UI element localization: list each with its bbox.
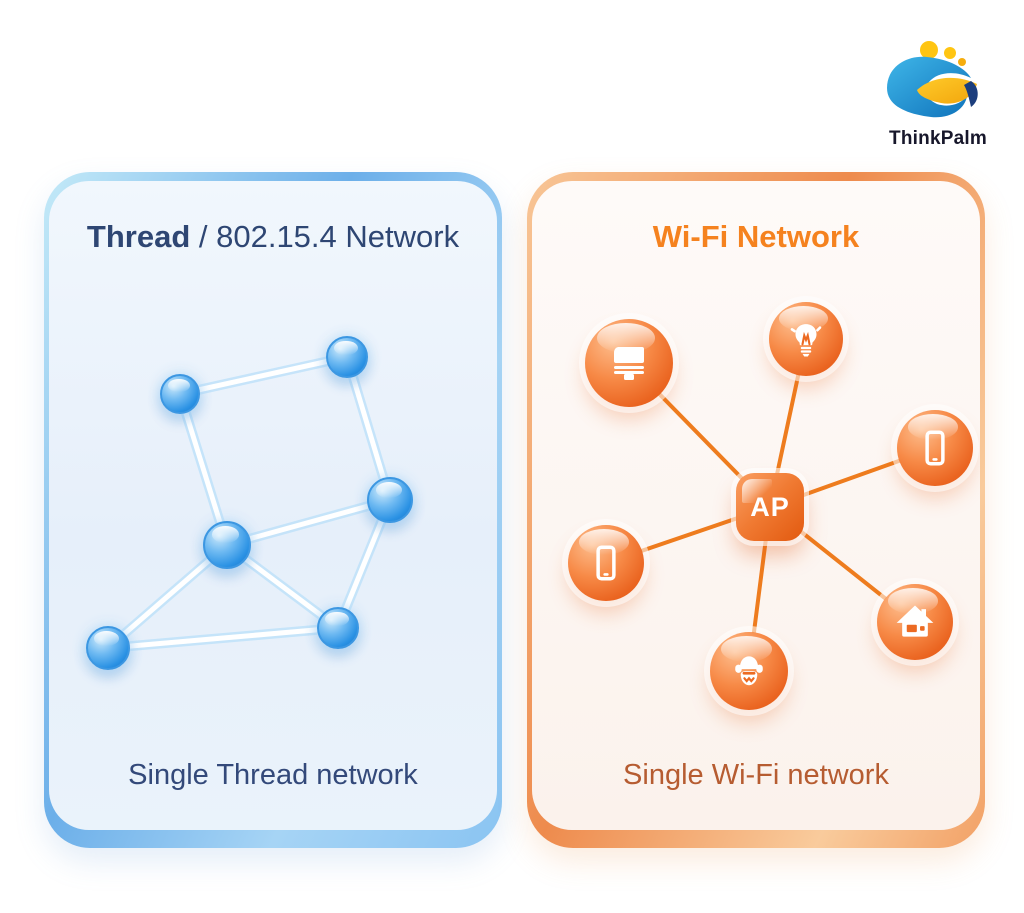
thinkpalm-logo: ThinkPalm bbox=[882, 38, 994, 150]
brand-name: ThinkPalm bbox=[889, 128, 987, 149]
thread-node-4 bbox=[203, 521, 251, 569]
house-icon bbox=[896, 605, 934, 637]
wifi-panel-body: Wi-Fi Network bbox=[532, 181, 980, 830]
wifi-device-phone-right bbox=[897, 410, 973, 486]
thread-caption: Single Thread network bbox=[128, 759, 418, 791]
smartphone-icon bbox=[596, 545, 616, 581]
access-point-label: AP bbox=[750, 491, 790, 522]
thread-node-6 bbox=[86, 626, 130, 670]
mesh-links bbox=[103, 352, 395, 653]
thread-node-5 bbox=[317, 607, 359, 649]
tv-icon bbox=[614, 347, 644, 380]
thread-panel: Thread / 802.15.4 Network bbox=[44, 172, 502, 848]
logo-wave-yellow bbox=[917, 77, 977, 104]
thread-node-2 bbox=[326, 336, 368, 378]
person-icon bbox=[735, 656, 763, 686]
lightbulb-icon bbox=[790, 324, 822, 357]
thread-title-secondary: / 802.15.4 Network bbox=[190, 219, 460, 254]
logo-dot-medium bbox=[944, 47, 956, 59]
wifi-panel-title: Wi-Fi Network bbox=[652, 219, 860, 254]
wifi-device-phone-left bbox=[568, 525, 644, 601]
wifi-device-bulb bbox=[769, 302, 843, 376]
smartphone-icon bbox=[925, 430, 945, 466]
wifi-device-house bbox=[877, 584, 953, 660]
logo-dot-small bbox=[958, 58, 966, 66]
thread-panel-title: Thread / 802.15.4 Network bbox=[49, 219, 497, 255]
logo-dot-large bbox=[920, 41, 938, 59]
logo-wave-blue bbox=[887, 56, 971, 118]
wifi-device-person bbox=[710, 632, 788, 710]
thread-node-1 bbox=[160, 374, 200, 414]
thread-title-primary: Thread bbox=[86, 219, 191, 254]
wifi-panel: Wi-Fi Network bbox=[527, 172, 985, 848]
thinkpalm-logo-mark bbox=[887, 41, 978, 118]
logo-wave-navy bbox=[964, 81, 978, 107]
access-point-node: AP bbox=[736, 473, 804, 541]
thread-node-3 bbox=[367, 477, 413, 523]
wifi-device-tv bbox=[585, 319, 673, 407]
thread-panel-body: Thread / 802.15.4 Network bbox=[49, 181, 497, 830]
wifi-caption: Single Wi-Fi network bbox=[623, 759, 889, 791]
